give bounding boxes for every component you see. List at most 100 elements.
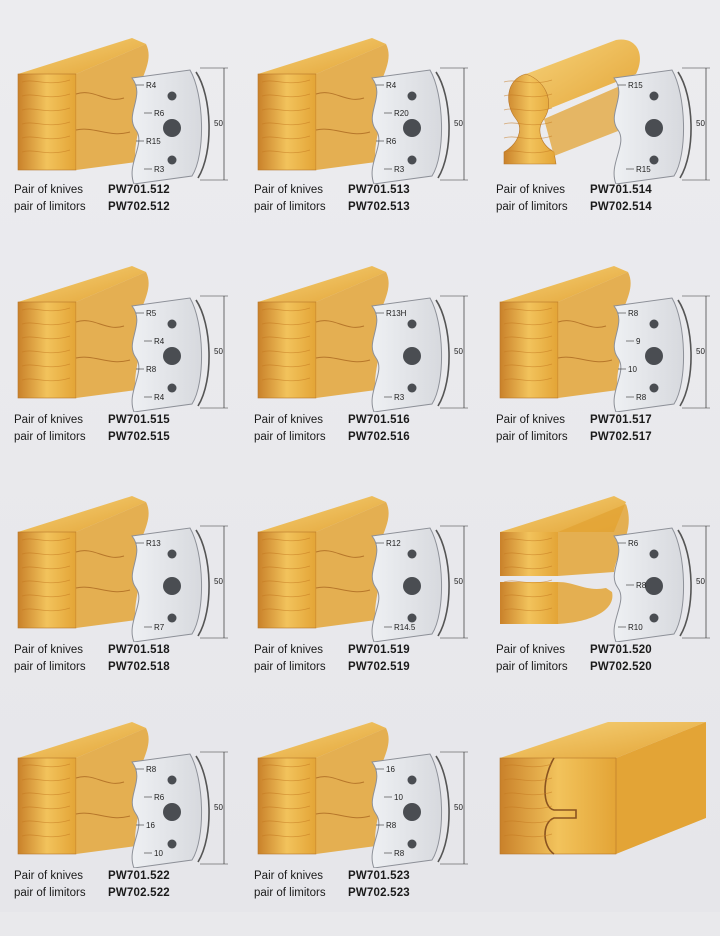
radius-label: R6 [628,539,639,548]
mounting-hole [167,775,177,785]
knife-code: PW701.519 [348,644,410,656]
radius-label: R13 [146,539,161,548]
mounting-hole [649,613,659,623]
wood-profile [499,722,706,855]
limitors-label: pair of limitors [254,661,326,673]
radius-label: R15 [636,165,651,174]
knife-code: PW701.514 [590,184,652,196]
knives-label: Pair of knives [254,414,324,426]
dimension-label: 50 [214,347,223,356]
knives-label: Pair of knives [496,414,566,426]
limitors-label: pair of limitors [14,431,86,443]
mounting-hole [167,383,177,393]
radius-label: R5 [146,309,157,318]
profile-illustration [499,722,706,855]
limitors-label: pair of limitors [254,201,326,213]
radius-label: R7 [154,623,165,632]
radius-label: R8 [636,393,647,402]
limitor-code: PW702.518 [108,661,170,673]
limitor-code: PW702.515 [108,431,170,443]
radius-label: R8 [394,849,405,858]
mounting-hole [649,383,659,393]
knives-label: Pair of knives [14,644,84,656]
mounting-hole [407,91,417,101]
limitors-row: pair of limitors PW702.517 [496,429,720,446]
radius-label: R3 [394,393,405,402]
knives-row: Pair of knives PW701.523 [254,868,486,885]
wood-profile [17,38,149,171]
product-cell [496,718,720,936]
limitor-code: PW702.517 [590,431,652,443]
knives-row: Pair of knives PW701.520 [496,642,720,659]
radius-label: R3 [394,165,405,174]
limitors-label: pair of limitors [496,431,568,443]
wood-profile [257,266,389,399]
center-hole [645,577,663,595]
dimension-label: 50 [454,577,463,586]
product-caption: Pair of knives PW701.514 pair of limitors P… [496,182,720,216]
mounting-hole [167,319,177,329]
radius-label: R10 [628,623,643,632]
radius-label: R4 [386,81,397,90]
mounting-hole [649,549,659,559]
mounting-hole [407,383,417,393]
limitors-label: pair of limitors [254,887,326,899]
center-hole [163,577,181,595]
wood-profile [257,722,389,855]
limitors-label: pair of limitors [496,201,568,213]
radius-label: 16 [146,821,155,830]
mounting-hole [407,613,417,623]
wood-profile [17,722,149,855]
knife-code: PW701.523 [348,870,410,882]
limitors-row: pair of limitors PW702.515 [14,429,246,446]
knives-label: Pair of knives [496,184,566,196]
center-hole [403,347,421,365]
knife-code: PW701.520 [590,644,652,656]
radius-label: 16 [386,765,395,774]
dimension-label: 50 [696,119,705,128]
radius-label: R12 [386,539,401,548]
radius-label: R4 [154,393,165,402]
limitor-code: PW702.514 [590,201,652,213]
knives-label: Pair of knives [496,644,566,656]
wood-profile [503,39,640,165]
dimension-label: 50 [696,347,705,356]
knife-code: PW701.513 [348,184,410,196]
radius-label: R8 [628,309,639,318]
mounting-hole [649,155,659,165]
limitors-row: pair of limitors PW702.514 [496,199,720,216]
wood-profile [257,496,389,629]
knives-label: Pair of knives [254,870,324,882]
limitors-label: pair of limitors [14,887,86,899]
mounting-hole [407,319,417,329]
dimension-label: 50 [214,577,223,586]
wood-profile [17,266,149,399]
radius-label: R8 [146,765,157,774]
